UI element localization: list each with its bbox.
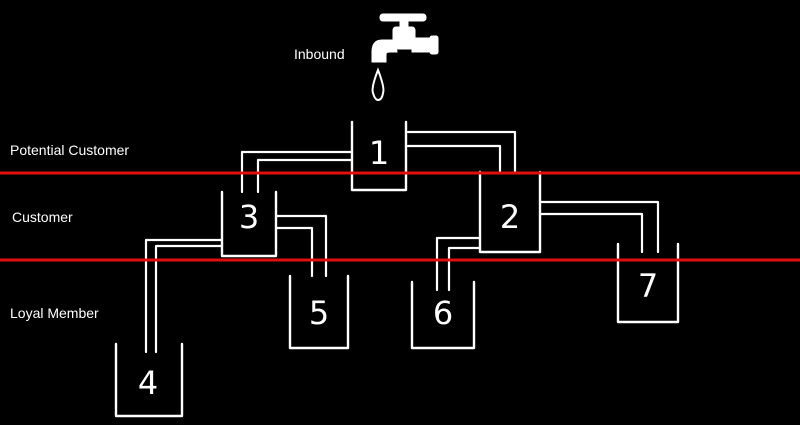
water-drop-icon [371,67,385,102]
tier-label-potential-customer: Potential Customer [10,142,130,158]
tank-4: 4 [114,342,184,418]
tank-6: 6 [410,280,476,350]
tank-1: 1 [350,120,408,192]
tank-5: 5 [288,274,350,350]
pipe-3-to-4 [144,238,224,354]
pipe-2-to-6 [435,236,482,292]
tier-label-customer: Customer [12,209,73,225]
tank-5-number: 5 [309,294,329,332]
pipe-2-to-7 [538,200,660,254]
tank-6-number: 6 [433,294,453,332]
pipe-1-to-3 [240,150,354,194]
faucet-icon [371,13,439,63]
tank-4-number: 4 [138,364,158,402]
tank-1-number: 1 [369,134,389,172]
tier-label-loyal-member: Loyal Member [10,305,99,321]
inbound-label: Inbound [294,46,345,62]
tank-3-number: 3 [239,198,259,236]
pipe-1-to-2 [406,130,517,174]
tank-7: 7 [616,242,680,324]
tank-3: 3 [220,190,278,258]
tank-7-number: 7 [638,267,658,305]
tank-2-number: 2 [500,198,520,236]
pipe-3-to-5 [274,214,328,278]
tank-2: 2 [478,170,542,254]
